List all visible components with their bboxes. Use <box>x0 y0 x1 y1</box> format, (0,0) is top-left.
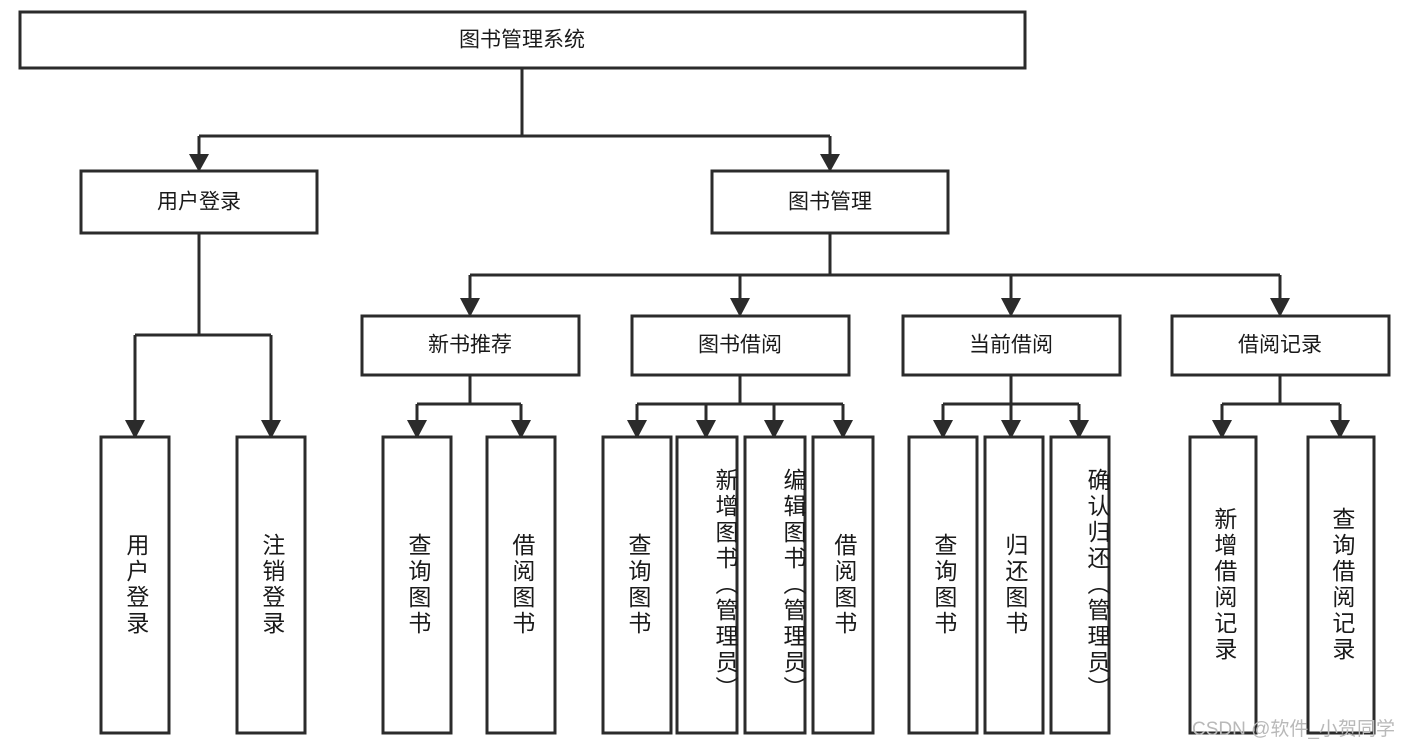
leaf-borrow-book-2[interactable] <box>811 435 875 735</box>
node-current-borrowing-label: 当前借阅 <box>969 334 1053 357</box>
arrow-head-leaf-query-book-3 <box>933 420 953 439</box>
node-user-login-label: 用户登录 <box>157 191 241 214</box>
leaf-return-book[interactable] <box>983 435 1045 735</box>
arrow-head-book-mgmt <box>820 154 840 172</box>
arrow-head-leaf-return-book <box>1001 420 1021 439</box>
arrow-head-leaf-query-book-2 <box>627 420 647 439</box>
watermark-text: CSDN @软件_小贺同学 <box>1192 719 1395 740</box>
arrow-head-new-book-rec <box>460 298 480 317</box>
arrow-head-leaf-borrow-book-2 <box>833 420 853 439</box>
node-book-management[interactable] <box>710 169 950 235</box>
arrow-head-leaf-query-book-1 <box>407 420 427 439</box>
leaf-query-book-3[interactable] <box>907 435 979 735</box>
arrow-head-leaf-add-record <box>1212 420 1232 439</box>
arrow-head-leaf-borrow-book-1 <box>511 420 531 439</box>
arrow-head-borrow-record <box>1270 298 1290 317</box>
arrow-head-leaf-edit-book <box>764 420 784 439</box>
leaf-borrow-book-1[interactable] <box>485 435 557 735</box>
leaf-query-borrow-record[interactable] <box>1306 435 1376 735</box>
node-book-borrowing-label: 图书借阅 <box>698 334 782 357</box>
arrow-head-leaf-confirm-return <box>1069 420 1089 439</box>
leaf-query-book-1[interactable] <box>381 435 453 735</box>
leaf-add-borrow-record[interactable] <box>1188 435 1258 735</box>
node-user-login[interactable] <box>79 169 319 235</box>
leaf-edit-book-admin[interactable] <box>743 435 807 735</box>
leaf-add-book-admin[interactable] <box>675 435 739 735</box>
node-new-book-recommendation[interactable] <box>360 314 581 377</box>
leaf-logout[interactable] <box>235 435 307 735</box>
connector-layer <box>125 68 1350 439</box>
arrow-head-user-login <box>189 154 209 172</box>
node-book-management-label: 图书管理 <box>788 191 872 214</box>
arrow-head-leaf-add-book <box>696 420 716 439</box>
leaf-user-login[interactable] <box>99 435 171 735</box>
leaf-query-book-2[interactable] <box>601 435 673 735</box>
node-current-borrowing[interactable] <box>901 314 1122 377</box>
arrow-head-leaf-query-record <box>1330 420 1350 439</box>
leaf-confirm-return-admin[interactable] <box>1049 435 1111 735</box>
arrow-head-leaf-logout <box>261 420 281 439</box>
node-new-book-recommendation-label: 新书推荐 <box>428 334 512 357</box>
arrow-head-leaf-user-login <box>125 420 145 439</box>
node-borrowing-record-label: 借阅记录 <box>1238 334 1322 357</box>
node-book-borrowing[interactable] <box>630 314 851 377</box>
node-borrowing-record[interactable] <box>1170 314 1391 377</box>
node-layer: 图书管理系统 用户登录 图书管理 新书推荐 图书借阅 当前借阅 借阅记录 <box>18 10 1391 735</box>
node-root-book-management-system[interactable] <box>18 10 1027 70</box>
arrow-head-book-borrow <box>730 298 750 317</box>
node-root-label: 图书管理系统 <box>459 29 585 52</box>
arrow-head-current-borrow <box>1001 298 1021 317</box>
